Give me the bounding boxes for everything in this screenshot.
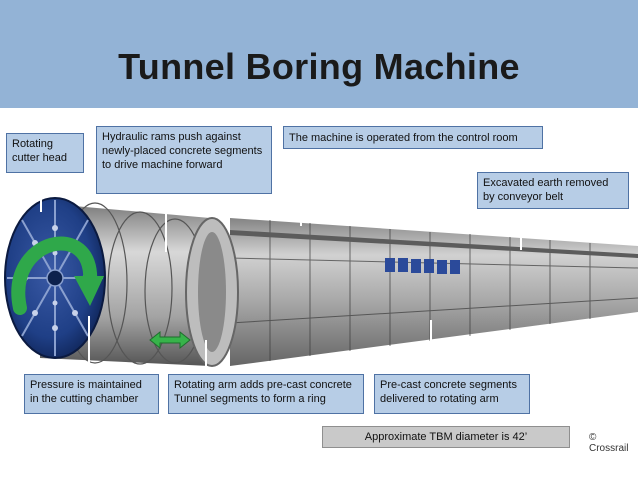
leader-excavated-earth: [520, 208, 522, 250]
control-room-equipment: [385, 258, 460, 274]
trailing-gantry: [230, 218, 638, 366]
push-arrow-icon: [149, 330, 191, 350]
callout-excavated-earth: Excavated earth removed by conveyor belt: [477, 172, 629, 209]
callout-hydraulic-rams: Hydraulic rams push against newly-placed…: [96, 126, 272, 194]
diameter-note: Approximate TBM diameter is 42’: [322, 426, 570, 448]
rotation-arrow-icon: [11, 236, 104, 315]
callout-rotating-cutter-head: Rotating cutter head: [6, 133, 84, 173]
leader-control-room: [300, 150, 302, 226]
callout-control-room: The machine is operated from the control…: [283, 126, 543, 149]
copyright-text: © Crossrail: [589, 432, 629, 454]
leader-pressure: [88, 316, 90, 374]
leader-precast: [430, 320, 432, 376]
leader-rotating-cutter: [40, 172, 42, 212]
conveyor-belt: [230, 230, 638, 258]
tbm-machine-drawing: [4, 197, 638, 367]
leader-hydraulic-rams: [165, 192, 167, 252]
callout-pressure: Pressure is maintained in the cutting ch…: [24, 374, 159, 414]
callout-rotating-arm: Rotating arm adds pre-cast concrete Tunn…: [168, 374, 364, 414]
leader-rotating-arm: [205, 340, 207, 376]
title-banner: Tunnel Boring Machine: [0, 0, 638, 109]
callout-precast-segments: Pre-cast concrete segments delivered to …: [374, 374, 530, 414]
page-title: Tunnel Boring Machine: [118, 46, 520, 87]
